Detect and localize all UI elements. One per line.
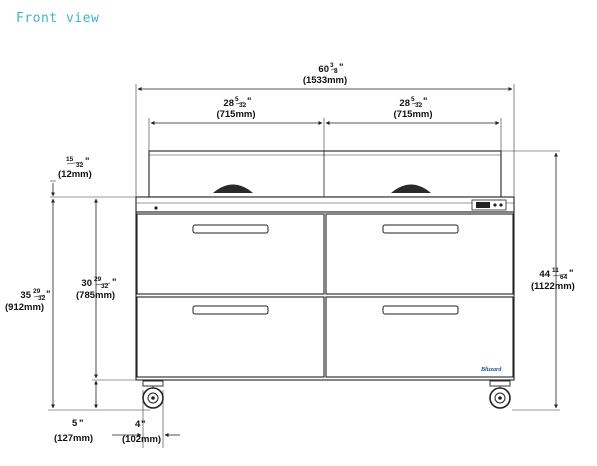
svg-text:(912mm): (912mm) (5, 302, 44, 313)
svg-text:35: 35 (20, 290, 31, 301)
svg-text:32: 32 (76, 162, 84, 169)
dimension-lid-height: 44 11 64 " (1122mm) (501, 150, 575, 411)
drawer-handle (382, 305, 459, 315)
dimension-caster-wheel: 4 " (102mm) (112, 390, 180, 448)
svg-text:11: 11 (552, 267, 559, 274)
drawer-handle (382, 224, 459, 234)
svg-text:(12mm): (12mm) (58, 169, 92, 180)
svg-text:(1122mm): (1122mm) (531, 281, 575, 292)
svg-text:": " (112, 277, 117, 288)
svg-text:29: 29 (94, 276, 102, 283)
svg-text:5: 5 (72, 418, 78, 429)
svg-text:32: 32 (101, 283, 109, 290)
svg-text:44: 44 (539, 269, 550, 280)
svg-text:": " (46, 289, 51, 300)
svg-text:(715mm): (715mm) (393, 109, 432, 120)
svg-text:30: 30 (81, 278, 92, 289)
svg-text:32: 32 (239, 102, 247, 109)
lid-handle-left (213, 184, 253, 193)
svg-text:(785mm): (785mm) (76, 290, 115, 301)
dimension-section-left: 28 5 32 " (715mm) (148, 96, 325, 151)
fraction-bars (33, 67, 568, 298)
svg-text:": " (423, 96, 428, 107)
svg-text:4: 4 (135, 419, 141, 430)
svg-text:64: 64 (560, 274, 568, 281)
svg-text:5: 5 (235, 96, 239, 103)
svg-text:": " (569, 268, 574, 279)
dimension-caster-height: 5 " (127mm) (54, 380, 98, 444)
svg-text:": " (85, 156, 90, 167)
svg-text:32: 32 (38, 295, 46, 302)
brand-logo: Blizzard (480, 367, 502, 373)
svg-text:": " (141, 419, 146, 430)
dimension-total-height: 35 29 32 " (912mm) (5, 198, 150, 411)
svg-text:32: 32 (415, 102, 423, 109)
svg-text:29: 29 (33, 288, 41, 295)
svg-text:": " (339, 62, 344, 73)
svg-text:": " (247, 96, 252, 107)
lid-handle-right (391, 184, 431, 193)
svg-text:8: 8 (334, 68, 338, 75)
drawer-handle (192, 224, 269, 234)
caster-right (489, 380, 511, 409)
svg-text:(1533mm): (1533mm) (303, 75, 347, 86)
refrigerator-unit: Blizzard (135, 150, 515, 381)
button-icon (499, 203, 503, 207)
svg-text:(127mm): (127mm) (54, 433, 93, 444)
work-top (135, 196, 515, 213)
dimension-section-right: 28 5 32 " (715mm) (325, 96, 502, 151)
svg-text:28: 28 (223, 98, 234, 109)
svg-text:(715mm): (715mm) (216, 109, 255, 120)
dimension-work-height: 30 29 32 " (785mm) (76, 198, 136, 381)
lid-enclosure (148, 150, 502, 198)
svg-text:3: 3 (330, 62, 334, 69)
svg-text:": " (79, 418, 84, 429)
screw (154, 206, 158, 210)
caster-left (142, 380, 164, 409)
svg-text:15: 15 (66, 156, 74, 163)
drawer-handle (192, 305, 269, 315)
svg-text:60: 60 (318, 64, 329, 75)
svg-text:28: 28 (399, 98, 410, 109)
dimension-overall-width: 60 3 8 " (1533mm) (135, 62, 515, 197)
view-title: Front view (16, 11, 99, 26)
display-icon (476, 202, 490, 208)
svg-text:(102mm): (102mm) (122, 434, 161, 445)
svg-text:5: 5 (411, 96, 415, 103)
button-icon (493, 203, 497, 207)
dimension-cutting-board: 15 32 " (12mm) (50, 156, 136, 198)
